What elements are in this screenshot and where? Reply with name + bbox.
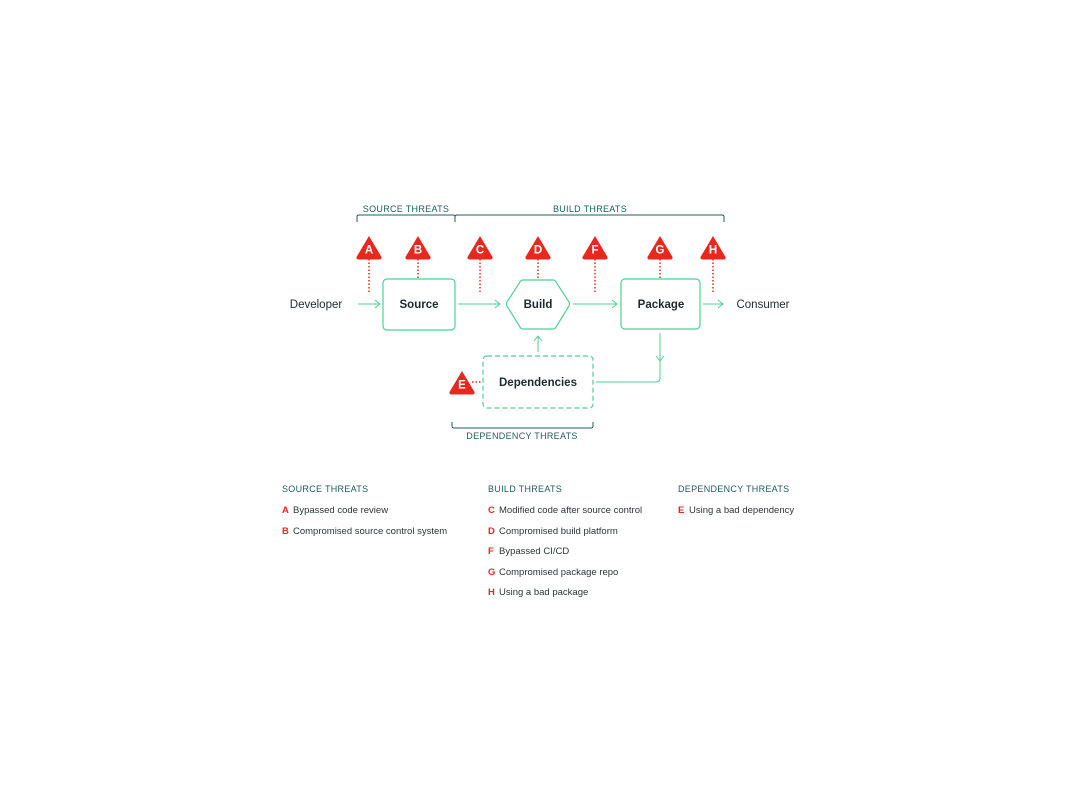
dependencies-node: Dependencies — [482, 355, 594, 409]
threat-marker-g-letter: G — [656, 245, 665, 257]
threat-marker-c: C — [467, 236, 493, 260]
threat-marker-f-letter: F — [591, 245, 598, 257]
legend-item: E Using a bad dependency — [678, 505, 794, 516]
legend-build: BUILD THREATS C Modified code after sourc… — [488, 484, 642, 608]
dependency-threats-label: DEPENDENCY THREATS — [466, 431, 577, 441]
threat-marker-d: D — [525, 236, 551, 260]
legend-dependency: DEPENDENCY THREATS E Using a bad dependen… — [678, 484, 794, 526]
legend-item: B Compromised source control system — [282, 526, 447, 537]
legend-item: A Bypassed code review — [282, 505, 447, 516]
threat-marker-e: E — [449, 371, 475, 395]
legend-text: Bypassed code review — [293, 505, 389, 516]
consumer-label: Consumer — [736, 299, 789, 311]
legend-heading: BUILD THREATS — [488, 484, 563, 494]
legend-letter: F — [488, 546, 494, 557]
legend-text: Using a bad package — [499, 587, 589, 598]
threat-marker-b: B — [405, 236, 431, 260]
legend-letter: C — [488, 505, 495, 516]
package-label: Package — [638, 299, 685, 311]
legend-text: Bypassed CI/CD — [499, 546, 570, 557]
legend-text: Compromised build platform — [499, 525, 618, 537]
build-threats-label: BUILD THREATS — [553, 204, 627, 214]
legend-text: Modified code after source control — [499, 505, 643, 516]
legend-item: H Using a bad package — [488, 587, 642, 598]
threat-marker-d-letter: D — [534, 245, 542, 257]
source-label: Source — [400, 299, 439, 311]
source-threats-bracket: SOURCE THREATS — [356, 204, 456, 222]
source-threats-label: SOURCE THREATS — [363, 204, 449, 214]
legend-item: F Bypassed CI/CD — [488, 546, 642, 557]
legend-heading: DEPENDENCY THREATS — [678, 484, 790, 494]
legend-text: Compromised source control system — [293, 525, 448, 537]
legend-text: Compromised package repo — [499, 566, 619, 578]
threat-lines — [368, 259, 714, 383]
legend-letter: B — [282, 525, 289, 537]
build-label: Build — [524, 299, 553, 311]
threat-marker-h-letter: H — [709, 245, 717, 257]
threat-marker-g: G — [647, 236, 673, 260]
legend-item: C Modified code after source control — [488, 505, 642, 516]
threat-marker-f: F — [582, 236, 608, 260]
legend-letter: E — [678, 505, 685, 516]
developer-label: Developer — [290, 299, 343, 311]
legend-letter: H — [488, 587, 495, 598]
legend-item: D Compromised build platform — [488, 526, 642, 537]
threat-marker-a-letter: A — [365, 245, 373, 257]
threat-marker-a: A — [356, 236, 382, 260]
package-node: Package — [620, 278, 701, 330]
legend-letter: G — [488, 566, 496, 578]
build-node: Build — [505, 279, 571, 330]
legend-source: SOURCE THREATS A Bypassed code review B Co… — [282, 484, 447, 546]
legend-heading: SOURCE THREATS — [282, 484, 369, 494]
dependencies-label: Dependencies — [499, 377, 577, 389]
legend-letter: A — [282, 505, 289, 516]
build-threats-bracket: BUILD THREATS — [454, 204, 725, 222]
threat-marker-c-letter: C — [476, 245, 484, 257]
source-node: Source — [382, 278, 456, 331]
flow-arrows — [358, 299, 724, 383]
threat-marker-b-letter: B — [414, 245, 422, 257]
threat-marker-e-letter: E — [458, 380, 466, 392]
threat-marker-h: H — [700, 236, 726, 260]
dependency-threats-bracket: DEPENDENCY THREATS — [451, 422, 594, 441]
legend-letter: D — [488, 525, 495, 537]
legend-text: Using a bad dependency — [689, 505, 795, 516]
